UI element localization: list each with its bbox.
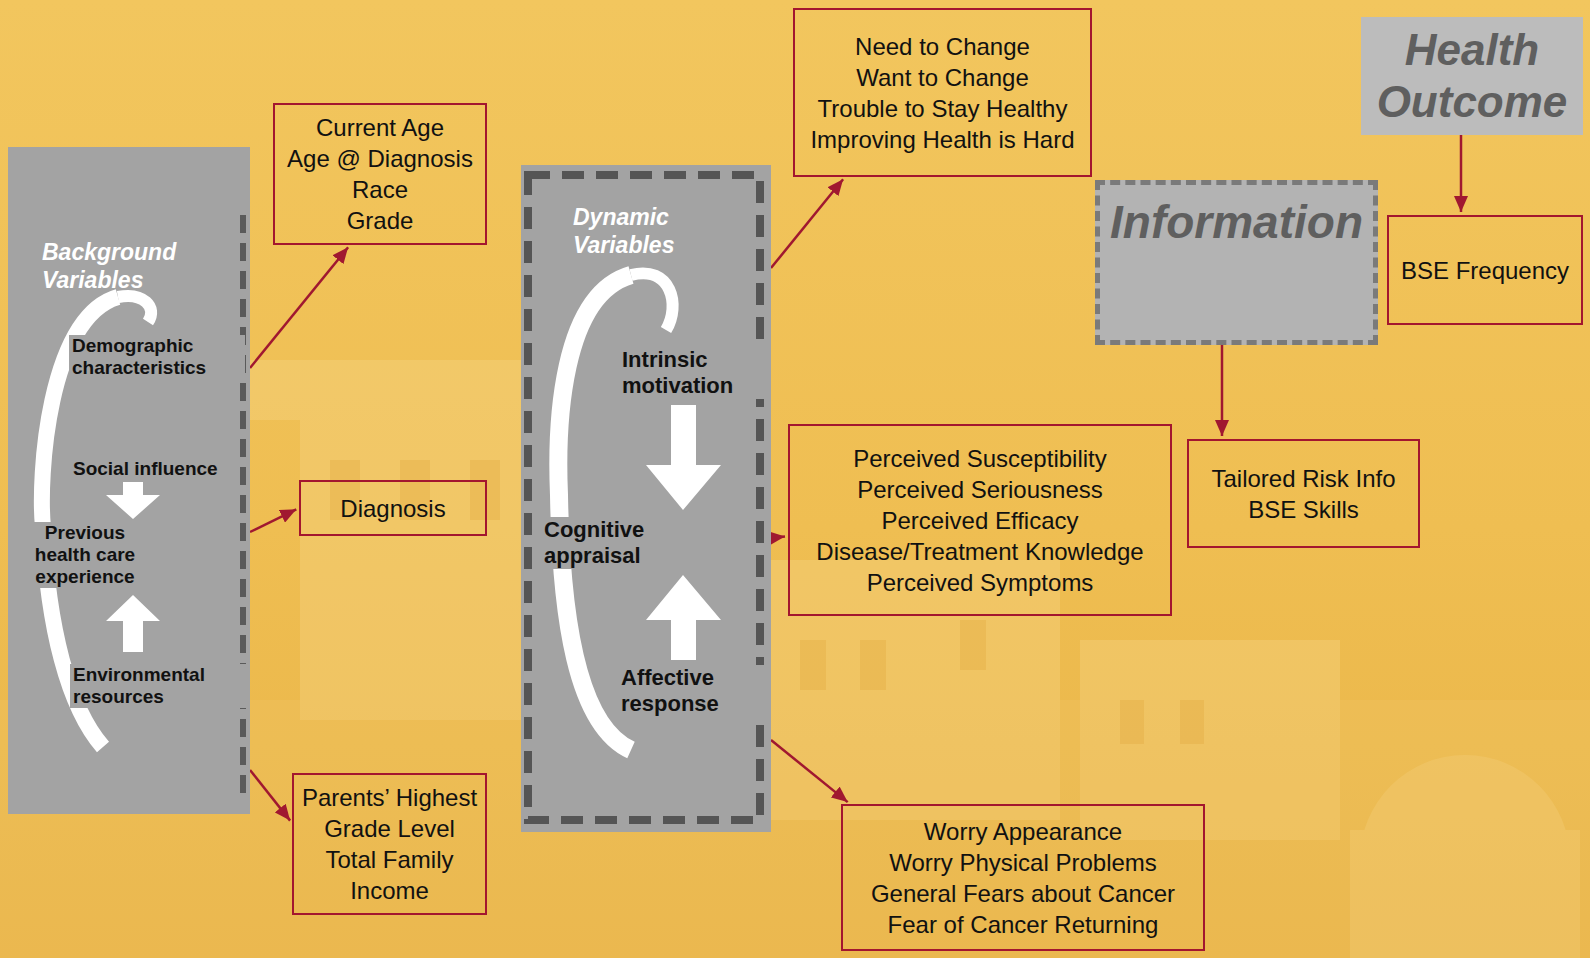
- box-text: Tailored Risk Info: [1211, 463, 1395, 494]
- box-text: BSE Skills: [1248, 494, 1359, 525]
- panel-label: Affective response: [618, 665, 766, 717]
- outcome-box: Health Outcome: [1361, 17, 1583, 135]
- box-text: Parents’ Highest Grade Level: [300, 782, 479, 844]
- box-text: Perceived Seriousness: [857, 474, 1102, 505]
- box-text: Perceived Symptoms: [867, 567, 1094, 598]
- connector-arrow: [250, 770, 290, 821]
- box-text: BSE Frequency: [1401, 255, 1569, 286]
- list-box: BSE Frequency: [1387, 215, 1583, 325]
- connector-arrow: [771, 536, 785, 538]
- box-text: Perceived Susceptibility: [853, 443, 1106, 474]
- box-text: Improving Health is Hard: [810, 124, 1074, 155]
- list-box: Perceived SusceptibilityPerceived Seriou…: [788, 424, 1172, 616]
- box-text: Health Outcome: [1365, 24, 1579, 128]
- box-text: Current Age: [316, 112, 444, 143]
- box-text: Grade: [347, 205, 414, 236]
- panel-label: Environmental resources: [70, 664, 248, 708]
- list-box: Worry AppearanceWorry Physical ProblemsG…: [841, 804, 1205, 951]
- box-text: Want to Change: [856, 62, 1029, 93]
- panel-label: Intrinsic motivation: [619, 347, 767, 399]
- connector-arrow: [771, 740, 848, 802]
- box-text: Worry Appearance: [924, 816, 1122, 847]
- box-text: General Fears about Cancer: [871, 878, 1175, 909]
- box-text: Trouble to Stay Healthy: [818, 93, 1068, 124]
- panel-label: Demographic characteristics: [69, 335, 245, 379]
- variable-panel: Dynamic VariablesIntrinsic motivationCog…: [521, 165, 771, 832]
- connector-arrow: [1460, 135, 1463, 212]
- box-text: Total Family Income: [300, 844, 479, 906]
- box-text: Information: [1110, 195, 1363, 249]
- connector-arrow: [250, 247, 348, 368]
- panel-title: Background Variables: [42, 238, 202, 294]
- list-box: Tailored Risk InfoBSE Skills: [1187, 439, 1420, 548]
- box-text: Fear of Cancer Returning: [888, 909, 1159, 940]
- panel-label: Cognitive appraisal: [541, 517, 675, 569]
- list-box: Current AgeAge @ DiagnosisRaceGrade: [273, 103, 487, 245]
- box-text: Diagnosis: [340, 493, 445, 524]
- box-text: Worry Physical Problems: [889, 847, 1157, 878]
- list-box: Parents’ Highest Grade LevelTotal Family…: [292, 773, 487, 915]
- variable-panel: Background VariablesDemographic characte…: [8, 147, 250, 814]
- box-text: Disease/Treatment Knowledge: [816, 536, 1143, 567]
- list-box: Diagnosis: [299, 480, 487, 536]
- panel-label: Previous health care experience: [18, 522, 152, 588]
- box-text: Age @ Diagnosis: [287, 143, 473, 174]
- connector-arrow: [250, 509, 296, 532]
- connector-arrow: [1221, 345, 1224, 436]
- information-box: Information: [1095, 180, 1378, 345]
- connector-arrow: [771, 179, 843, 268]
- list-box: Need to ChangeWant to ChangeTrouble to S…: [793, 8, 1092, 177]
- box-text: Race: [352, 174, 408, 205]
- box-text: Perceived Efficacy: [882, 505, 1079, 536]
- box-text: Need to Change: [855, 31, 1030, 62]
- panel-label: Social influence: [70, 458, 221, 480]
- panel-title: Dynamic Variables: [573, 203, 723, 259]
- cycle-arrows: [521, 165, 771, 832]
